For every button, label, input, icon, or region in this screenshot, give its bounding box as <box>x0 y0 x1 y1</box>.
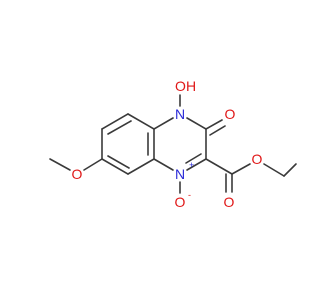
bond <box>283 163 297 177</box>
bond <box>263 163 285 177</box>
ester-o-double-label: O <box>224 194 235 210</box>
oxide-o-label: O <box>175 194 186 210</box>
bond <box>107 155 130 169</box>
bond <box>49 158 71 171</box>
hydroxy-o-label: O <box>175 78 186 94</box>
ester-o-single-label: O <box>252 151 263 167</box>
bond <box>186 117 207 130</box>
structure-drawing: O H N O N + O - O O O <box>49 78 297 210</box>
oxide-minus-charge: - <box>188 190 191 200</box>
molecule-canvas: O H N O N + O - O O O <box>49 78 297 210</box>
bond <box>205 119 223 130</box>
bond <box>231 163 251 175</box>
methoxy-o-label: O <box>72 166 83 182</box>
bond <box>153 117 174 130</box>
bond <box>186 158 207 171</box>
keto-o-label: O <box>225 106 236 122</box>
n-plus-charge: + <box>189 160 194 170</box>
bond <box>101 113 129 130</box>
bonds <box>49 94 297 194</box>
ring-n-top-label: N <box>175 106 185 122</box>
bond <box>209 125 226 136</box>
bond <box>127 158 155 175</box>
bond <box>127 113 155 130</box>
atom-labels: O H N O N + O - O O O <box>72 78 263 210</box>
bond <box>205 158 233 175</box>
ring-n-oxide-label: N <box>175 166 185 182</box>
hydroxy-h-label: H <box>186 78 196 94</box>
bond <box>83 158 103 171</box>
bond <box>107 120 132 135</box>
bond <box>185 153 202 164</box>
bond <box>153 158 174 171</box>
bond <box>101 158 129 175</box>
